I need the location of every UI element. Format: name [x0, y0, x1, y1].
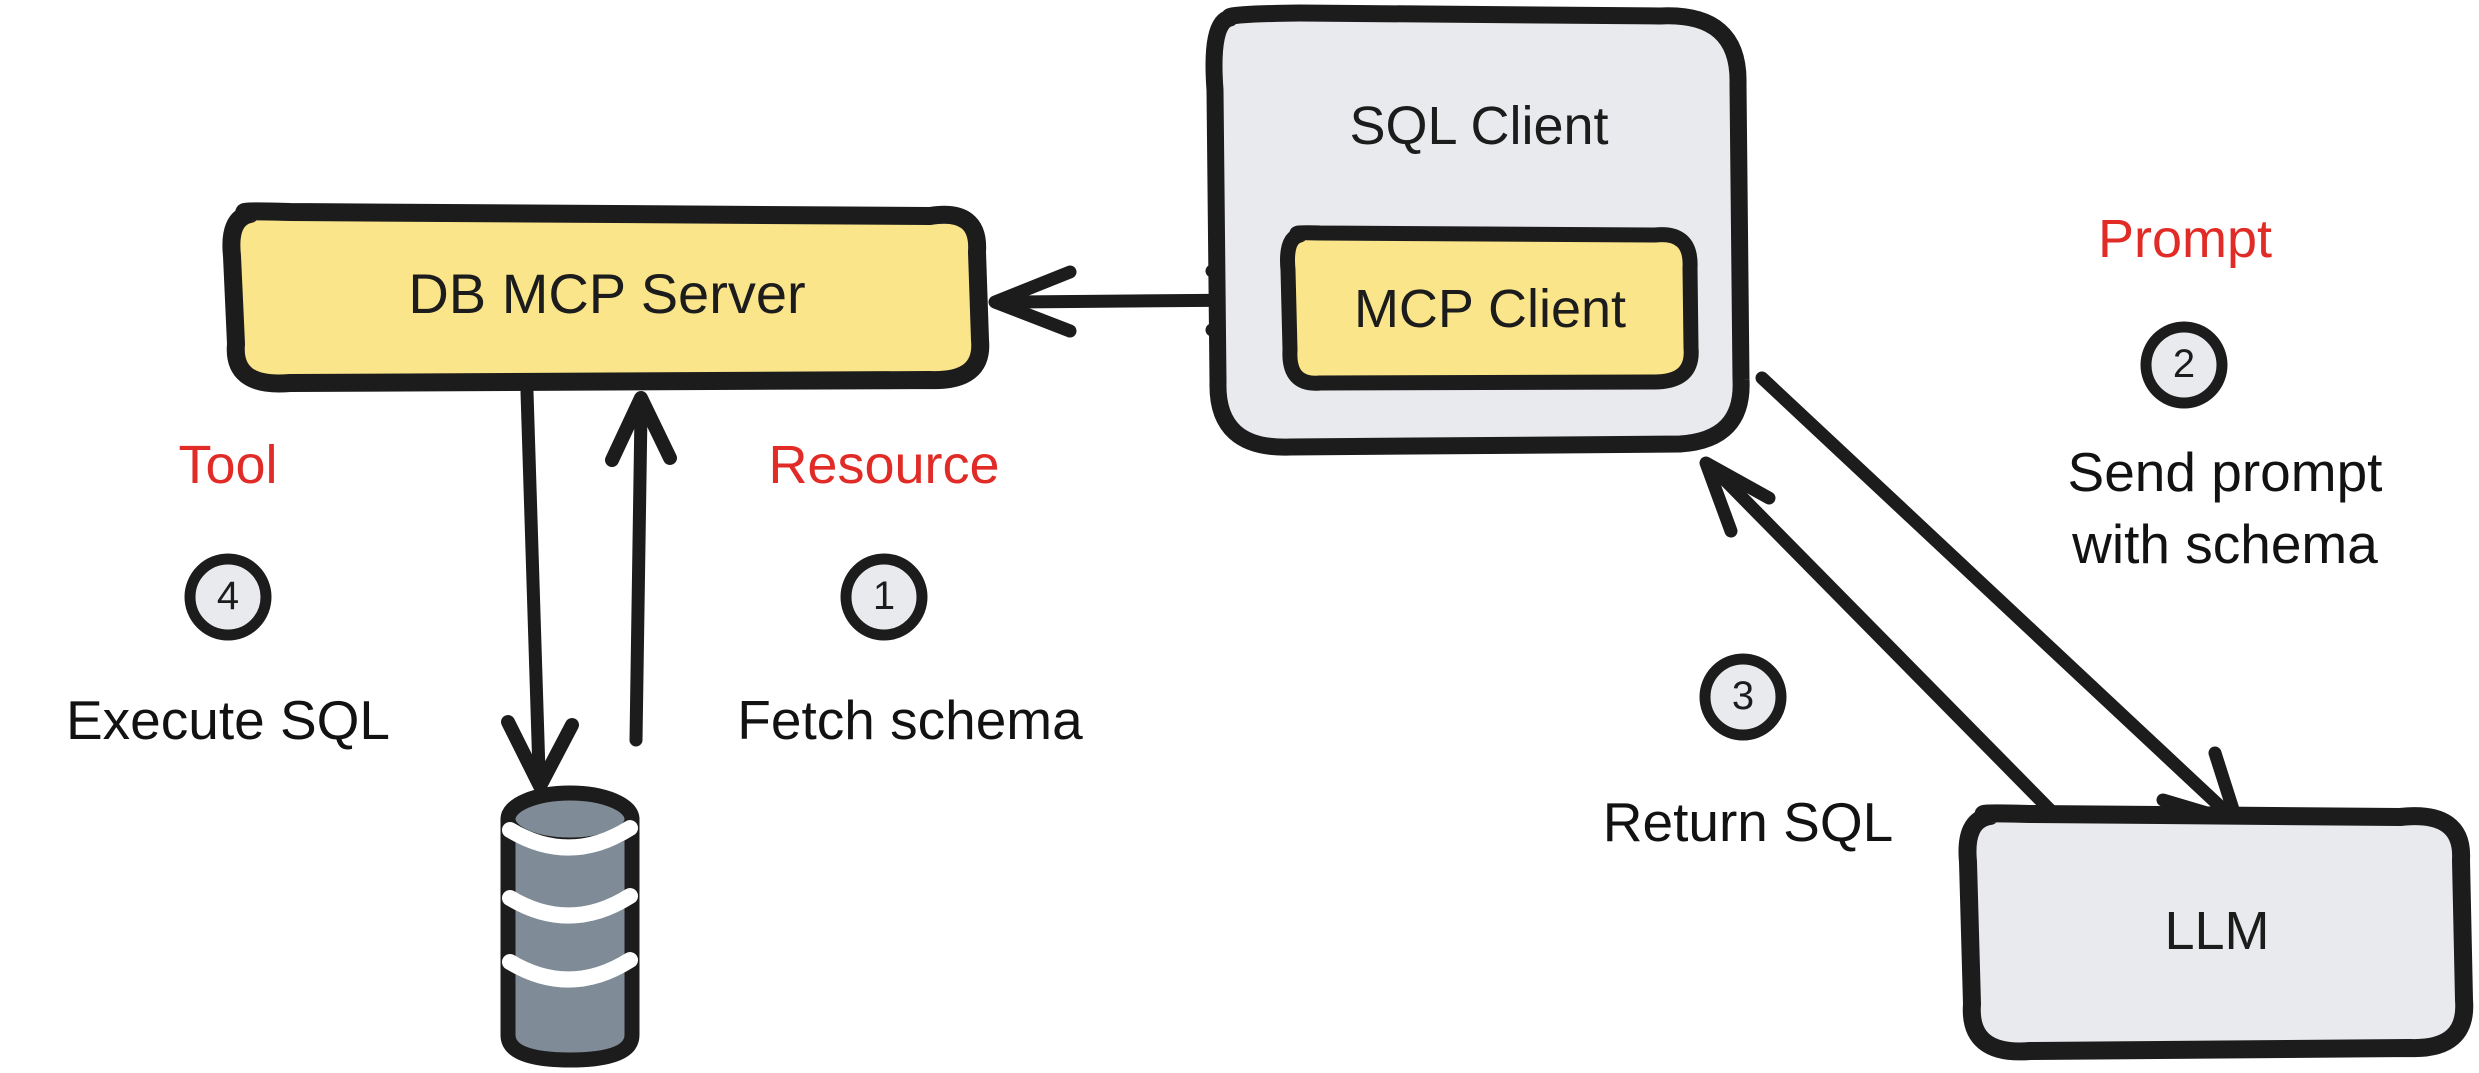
annotation-tool-text: Execute SQL	[65, 689, 391, 751]
step-circle-3	[1699, 653, 1787, 741]
annotation-prompt-text-line1: Send prompt	[2067, 441, 2383, 503]
step-circle-4	[184, 553, 272, 641]
annotation-return-text: Return SQL	[1602, 791, 1894, 853]
annotation-resource-text: Fetch schema	[737, 689, 1083, 751]
annotation-resource-kind: Resource	[768, 435, 1000, 495]
annotation-prompt-text-line2: with schema	[2072, 513, 2378, 575]
annotation-prompt-step: 2	[2172, 342, 2196, 386]
node-mcp-client[interactable]	[1280, 225, 1699, 391]
edge-llm-client	[1699, 456, 2067, 827]
annotation-resource-step: 1	[872, 574, 896, 618]
annotation-tool-step: 4	[216, 574, 240, 618]
step-circle-1	[840, 553, 928, 641]
node-llm[interactable]	[1958, 804, 2474, 1061]
annotation-tool-kind: Tool	[178, 435, 278, 495]
step-circle-2	[2140, 321, 2228, 409]
annotation-prompt-kind: Prompt	[2097, 209, 2273, 269]
edge-db-server-up	[605, 391, 677, 747]
node-database-cylinder[interactable]	[500, 785, 640, 1068]
node-db-mcp-server[interactable]	[222, 202, 990, 393]
edge-server-db-down	[501, 385, 579, 793]
annotation-return-step: 3	[1731, 674, 1755, 718]
